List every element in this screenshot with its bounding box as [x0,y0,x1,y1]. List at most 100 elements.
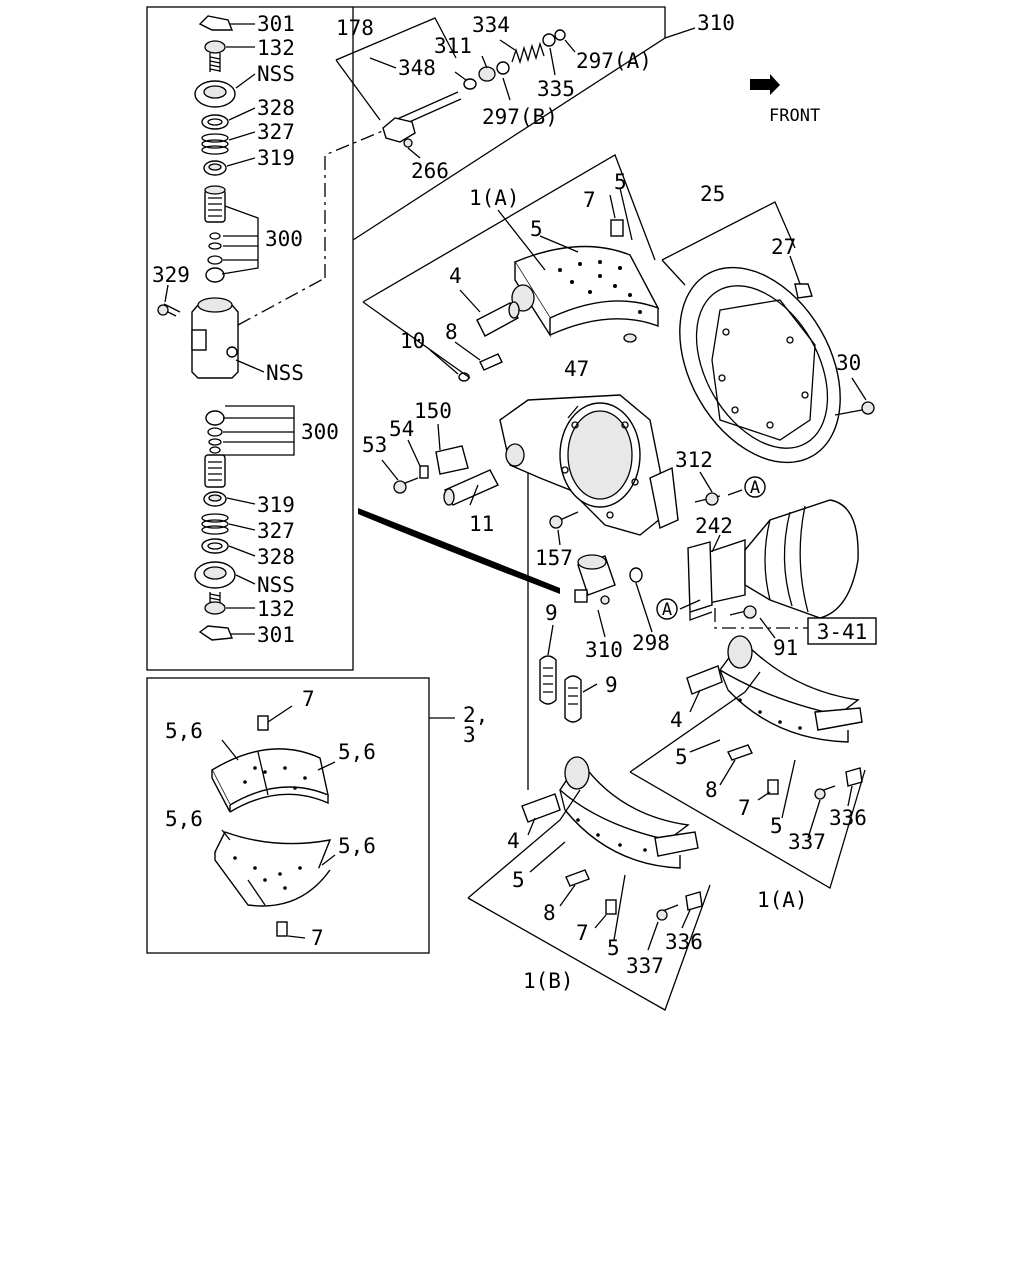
label-4-bottom: 4 [507,829,520,853]
brake-spider [393,394,721,536]
chamber-leaders [679,534,721,610]
wheel-cylinder-assembled [574,554,757,619]
reference-box [807,617,877,645]
label-47: 47 [564,357,589,381]
label-9-lower: 9 [605,673,618,697]
label-8-right: 8 [705,778,718,802]
adjuster-leaders [335,17,576,159]
label-312: 312 [675,448,713,472]
label-300-bottom: 300 [301,420,339,444]
label-297b: 297(B) [482,105,558,129]
spider-leaders [381,405,743,546]
wheel-cylinder-exploded-frame [146,6,354,671]
label-5-bottom-2: 5 [607,936,620,960]
label-337-right: 337 [788,830,826,854]
label-242: 242 [695,514,733,538]
front-direction-arrow [750,74,780,95]
label-335: 335 [537,77,575,101]
backing-plate [679,266,875,464]
lower-left-brake-shoe [521,756,703,921]
cylinder-callout-frame [352,6,666,241]
reference-marker-a: A A [656,476,766,620]
label-336-right: 336 [829,806,867,830]
label-329: 329 [152,263,190,287]
label-5-top-right: 5 [614,170,627,194]
label-1b: 1(B) [523,969,574,993]
assembly-direction-arrow [358,508,560,594]
lining-set-drawing [211,705,336,939]
label-7-inset-bottom: 7 [311,926,324,950]
left-column-leaders [164,23,386,635]
label-150: 150 [414,399,452,423]
label-9-upper: 9 [545,601,558,625]
label-5-6-inset-a: 5,6 [165,719,203,743]
label-348: 348 [398,56,436,80]
reference-box-label: 3-41 [817,620,868,644]
label-310-top: 310 [697,11,735,35]
label-8-top: 8 [445,320,458,344]
label-nss-mid: NSS [266,361,304,385]
label-5-6-inset-c: 5,6 [165,807,203,831]
label-7-top: 7 [583,188,596,212]
label-1a-bottom: 1(A) [757,888,808,912]
label-4-top: 4 [449,264,462,288]
label-30: 30 [836,351,861,375]
wheel-cylinder-parts [157,15,239,641]
label-7-right: 7 [738,796,751,820]
front-label: FRONT [769,106,820,126]
label-7-bottom: 7 [576,921,589,945]
label-5-right: 5 [675,745,688,769]
label-266: 266 [411,159,449,183]
label-53: 53 [362,433,387,457]
label-27: 27 [771,235,796,259]
label-327-bottom: 327 [257,519,295,543]
backing-plate-leaders [661,201,867,401]
upper-brake-shoe [458,219,660,382]
return-springs [539,624,598,723]
label-5-6-inset-b: 5,6 [338,740,376,764]
label-328-bottom: 328 [257,545,295,569]
label-5-bottom: 5 [512,868,525,892]
cylinder-leaders [597,582,776,639]
label-25: 25 [700,182,725,206]
label-334: 334 [472,13,510,37]
label-319-bottom: 319 [257,493,295,517]
label-10: 10 [400,329,425,353]
label-54: 54 [389,417,414,441]
label-301-top: 301 [257,12,295,36]
label-319-top: 319 [257,146,295,170]
lower-right-brake-shoe [686,635,863,800]
label-132-bottom: 132 [257,597,295,621]
label-nss-top: NSS [257,62,295,86]
label-91: 91 [773,636,798,660]
label-301-bottom: 301 [257,623,295,647]
label-328-top: 328 [257,96,295,120]
label-178: 178 [336,16,374,40]
callout-labels: 301 132 NSS 328 327 319 300 329 NSS 300 … [152,11,867,993]
label-4-right: 4 [670,708,683,732]
label-310-mid: 310 [585,638,623,662]
svg-text:A: A [662,600,672,620]
label-300-top: 300 [265,227,303,251]
label-7-inset-top: 7 [302,687,315,711]
label-8-bottom: 8 [543,901,556,925]
lower-left-leaders [467,789,711,1011]
label-1a-top: 1(A) [469,186,520,210]
label-297a: 297(A) [576,49,652,73]
label-5-right-2: 5 [770,814,783,838]
label-298: 298 [632,631,670,655]
label-311: 311 [434,34,472,58]
svg-text:A: A [750,478,760,498]
adjuster-parts [382,29,566,148]
label-327-top: 327 [257,120,295,144]
label-nss-bottom: NSS [257,573,295,597]
brake-chamber [687,499,859,621]
upper-shoe-leaders [362,154,656,379]
label-337-bottom: 337 [626,954,664,978]
lower-right-leaders [629,671,866,889]
label-5-top-left: 5 [530,217,543,241]
label-11: 11 [469,512,494,536]
label-3: 3 [463,723,476,747]
label-5-6-inset-d: 5,6 [338,834,376,858]
